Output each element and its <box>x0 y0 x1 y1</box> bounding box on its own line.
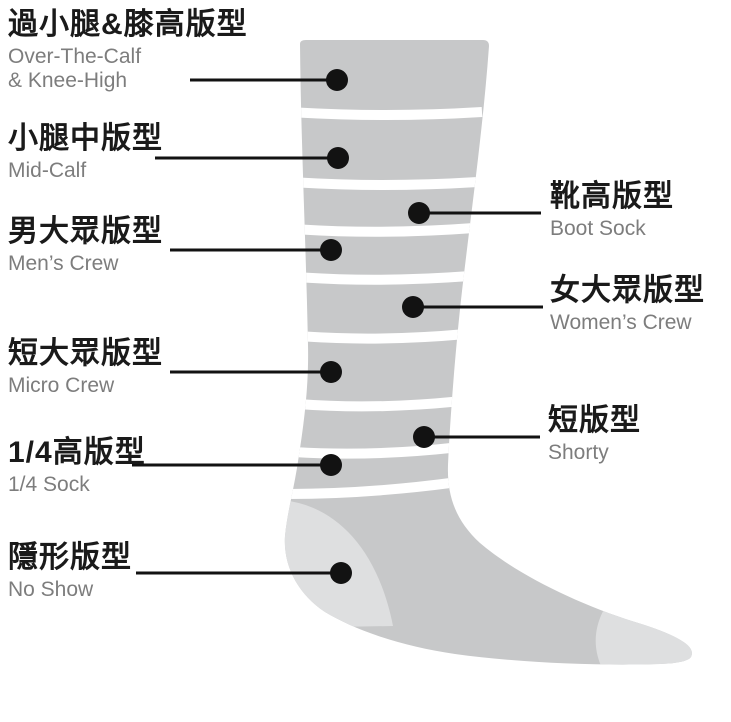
label-zh: 靴高版型 <box>550 180 674 213</box>
label-zh: 短大眾版型 <box>8 337 163 370</box>
marker-dot-mens-crew <box>320 239 342 261</box>
annotation-boot-sock: 靴高版型 Boot Sock <box>550 180 674 241</box>
marker-dot-no-show <box>330 562 352 584</box>
marker-dot-boot-sock <box>408 202 430 224</box>
marker-dot-shorty <box>413 426 435 448</box>
label-zh: 小腿中版型 <box>8 122 163 155</box>
annotation-no-show: 隱形版型 No Show <box>8 541 132 602</box>
label-en: Men’s Crew <box>8 252 119 275</box>
toe-patch <box>595 592 692 665</box>
annotation-mid-calf: 小腿中版型 Mid-Calf <box>8 122 163 183</box>
label-en: Over-The-Calf & Knee-High <box>8 45 142 92</box>
label-en: Mid-Calf <box>8 159 87 182</box>
label-en: No Show <box>8 578 94 601</box>
annotation-shorty: 短版型 Shorty <box>548 404 641 465</box>
divider-stripe-2 <box>291 177 479 190</box>
label-en: 1/4 Sock <box>8 473 90 496</box>
marker-dot-over-the-calf <box>326 69 348 91</box>
label-en: Women’s Crew <box>550 311 692 334</box>
marker-dot-micro-crew <box>320 361 342 383</box>
divider-stripe-5 <box>297 329 467 344</box>
label-zh: 1/4高版型 <box>8 436 146 469</box>
sock-body <box>284 40 692 665</box>
label-zh: 女大眾版型 <box>550 274 705 307</box>
marker-dot-quarter-sock <box>320 454 342 476</box>
label-en: Shorty <box>548 441 609 464</box>
annotation-mens-crew: 男大眾版型 Men’s Crew <box>8 215 163 276</box>
divider-stripe-8 <box>285 477 459 499</box>
label-en: Micro Crew <box>8 374 115 397</box>
annotation-womens-crew: 女大眾版型 Women’s Crew <box>550 274 705 335</box>
divider-stripe-6 <box>297 396 463 412</box>
label-zh: 短版型 <box>548 404 641 437</box>
divider-stripe-7 <box>293 442 461 459</box>
annotation-micro-crew: 短大眾版型 Micro Crew <box>8 337 163 398</box>
divider-stripe-3 <box>293 223 475 237</box>
divider-stripe-4 <box>295 271 471 285</box>
label-en: Boot Sock <box>550 217 646 240</box>
label-zh: 隱形版型 <box>8 541 132 574</box>
annotation-quarter-sock: 1/4高版型 1/4 Sock <box>8 436 146 497</box>
label-zh: 男大眾版型 <box>8 215 163 248</box>
marker-dot-mid-calf <box>327 147 349 169</box>
label-zh: 過小腿&膝高版型 <box>8 8 248 41</box>
divider-stripe-1 <box>289 107 483 120</box>
marker-dot-womens-crew <box>402 296 424 318</box>
annotation-over-the-calf: 過小腿&膝高版型 Over-The-Calf & Knee-High <box>8 8 248 92</box>
